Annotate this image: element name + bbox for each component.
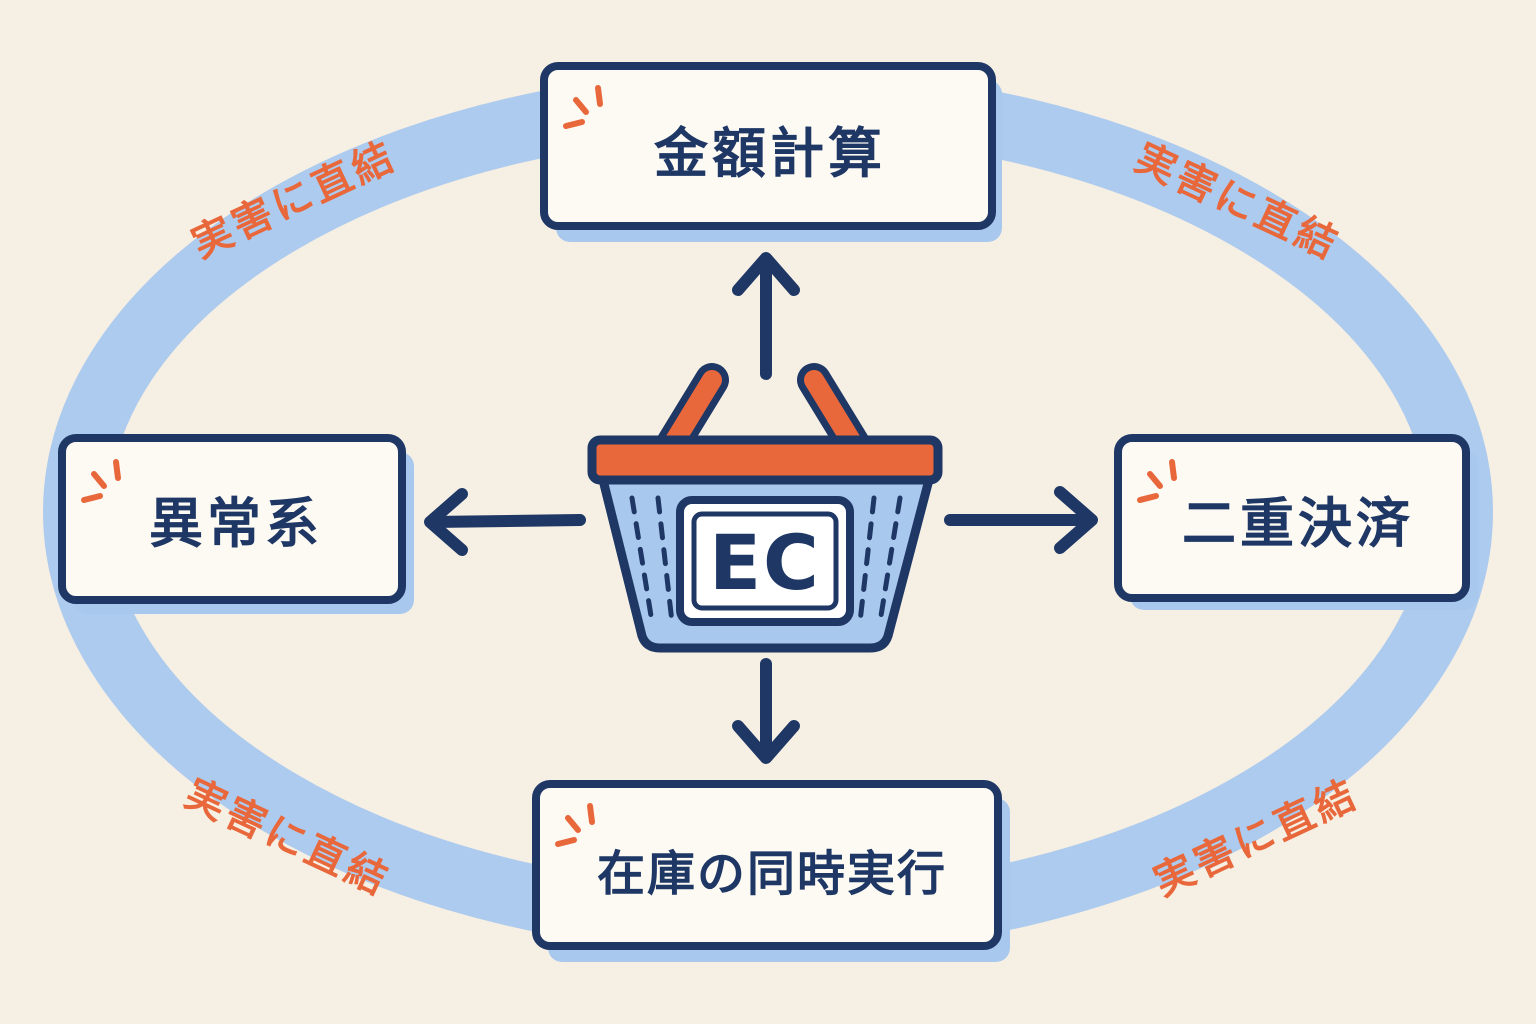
arrow-left: [424, 488, 586, 556]
arrow-up: [732, 252, 800, 380]
sparkle-icon: [1137, 459, 1177, 503]
basket-weave: [629, 495, 903, 625]
node-right: 二重決済: [1114, 434, 1478, 610]
arrow-right: [944, 486, 1098, 554]
node-bottom: 在庫の同時実行: [532, 780, 1010, 962]
sparkle-icon: [555, 803, 595, 847]
node-left: 異常系: [58, 434, 414, 614]
arrow-down: [732, 658, 800, 764]
node-label-right: 二重決済: [1182, 492, 1414, 555]
node-label-bottom: 在庫の同時実行: [597, 846, 947, 902]
center-label: EC: [709, 518, 821, 607]
node-label-top: 金額計算: [653, 122, 886, 185]
sparkle-icon: [81, 459, 121, 503]
shopping-basket-icon: EC: [587, 363, 943, 653]
node-top: 金額計算: [540, 62, 1002, 242]
node-label-left: 異常系: [149, 492, 323, 555]
basket-label-plate: [676, 496, 854, 626]
sparkle-icon: [563, 85, 603, 129]
basket-rim: [587, 435, 943, 485]
